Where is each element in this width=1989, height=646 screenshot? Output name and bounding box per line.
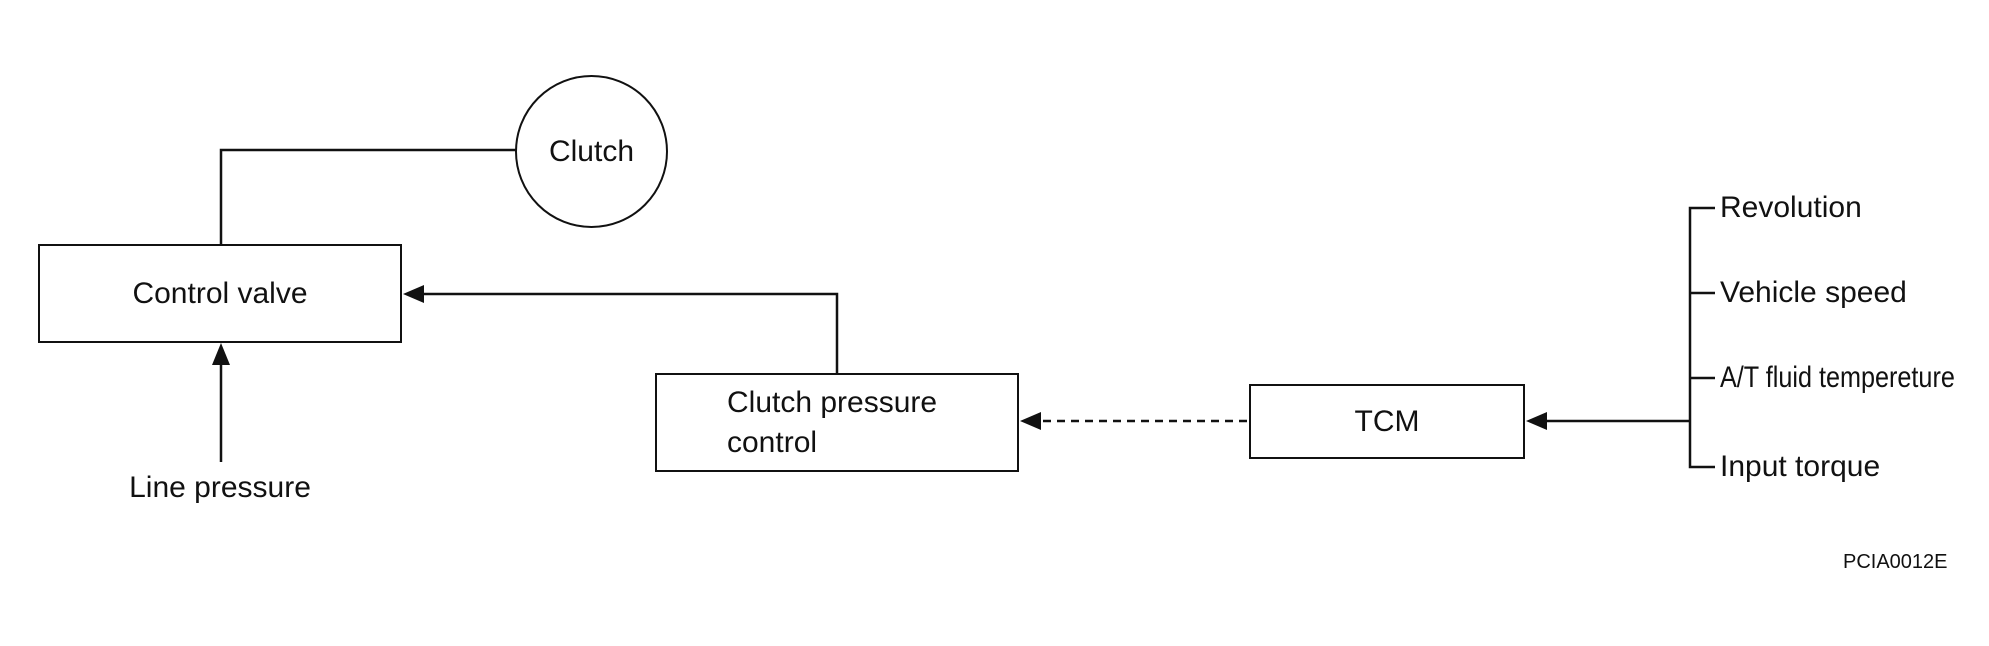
- clutch-to-control-valve-line: [219, 148, 530, 245]
- tcm-input-label-revolution: Revolution: [1720, 191, 1862, 224]
- tcm-to-cpc-arrowhead: [1020, 412, 1041, 430]
- node-clutch-label: Clutch: [548, 134, 635, 168]
- tcm-input-label-vehicle-speed: Vehicle speed: [1720, 276, 1907, 309]
- line-pressure-arrowhead: [212, 343, 230, 365]
- node-cpc-label-line1: Clutch pressure: [727, 385, 938, 419]
- node-cpc-label-line2: control: [727, 425, 818, 459]
- cpc-to-control-valve-arrowhead: [403, 285, 424, 303]
- node-control-valve-label: Control valve: [132, 276, 308, 310]
- line-pressure-label: Line pressure: [129, 471, 311, 504]
- tcm-input-label-at-fluid-temperature: A/T fluid tempereture: [1720, 361, 1955, 394]
- tcm-inputs-bracket: [1688, 206, 1715, 469]
- node-clutch-pressure-control: Clutch pressure control: [655, 373, 1019, 472]
- inputs-to-tcm-arrowhead: [1526, 412, 1547, 430]
- tcm-input-label-input-torque: Input torque: [1720, 450, 1881, 483]
- node-control-valve: Control valve: [38, 244, 402, 343]
- node-tcm-label: TCM: [1354, 404, 1420, 438]
- cpc-to-control-valve-line: [424, 292, 839, 373]
- node-tcm: TCM: [1249, 384, 1525, 459]
- figure-code: PCIA0012E: [1843, 551, 1948, 573]
- node-clutch: Clutch: [515, 75, 668, 228]
